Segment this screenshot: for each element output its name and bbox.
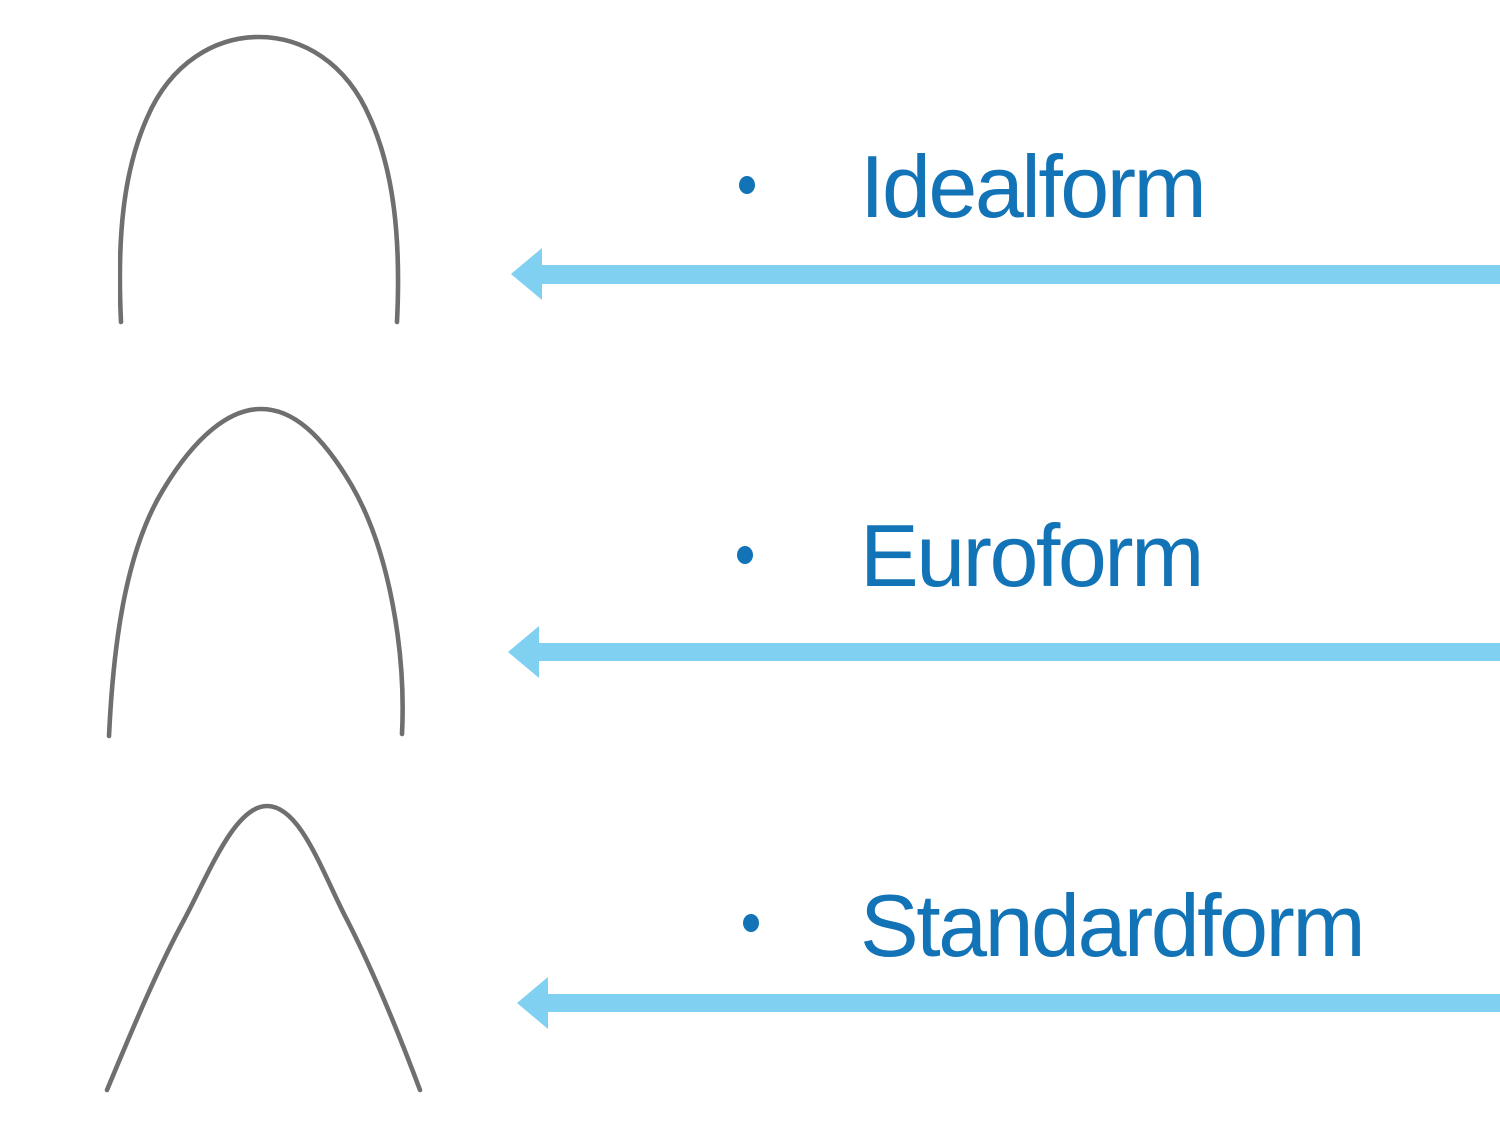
archwire-idealform-image (118, 34, 401, 325)
left-arrow-shaft (540, 265, 1500, 284)
wire-path (104, 803, 423, 1093)
list-item-label-standardform: Standardform (860, 876, 1366, 975)
list-item-label-idealform: Idealform (860, 137, 1207, 236)
left-arrow-shaft (537, 643, 1500, 661)
wire-path (118, 34, 401, 325)
left-arrow-head-icon (511, 248, 542, 300)
left-arrow-shaft (546, 994, 1500, 1012)
archwire-euroform-image (106, 406, 405, 739)
left-arrow-head-icon (508, 626, 539, 678)
archwire-standardform-image (104, 803, 423, 1093)
left-arrow-head-icon (517, 977, 548, 1029)
bullet-icon (737, 546, 753, 564)
bullet-icon (743, 914, 759, 932)
wire-path (106, 406, 405, 739)
list-item-label-euroform: Euroform (860, 506, 1204, 605)
bullet-icon (739, 176, 755, 194)
